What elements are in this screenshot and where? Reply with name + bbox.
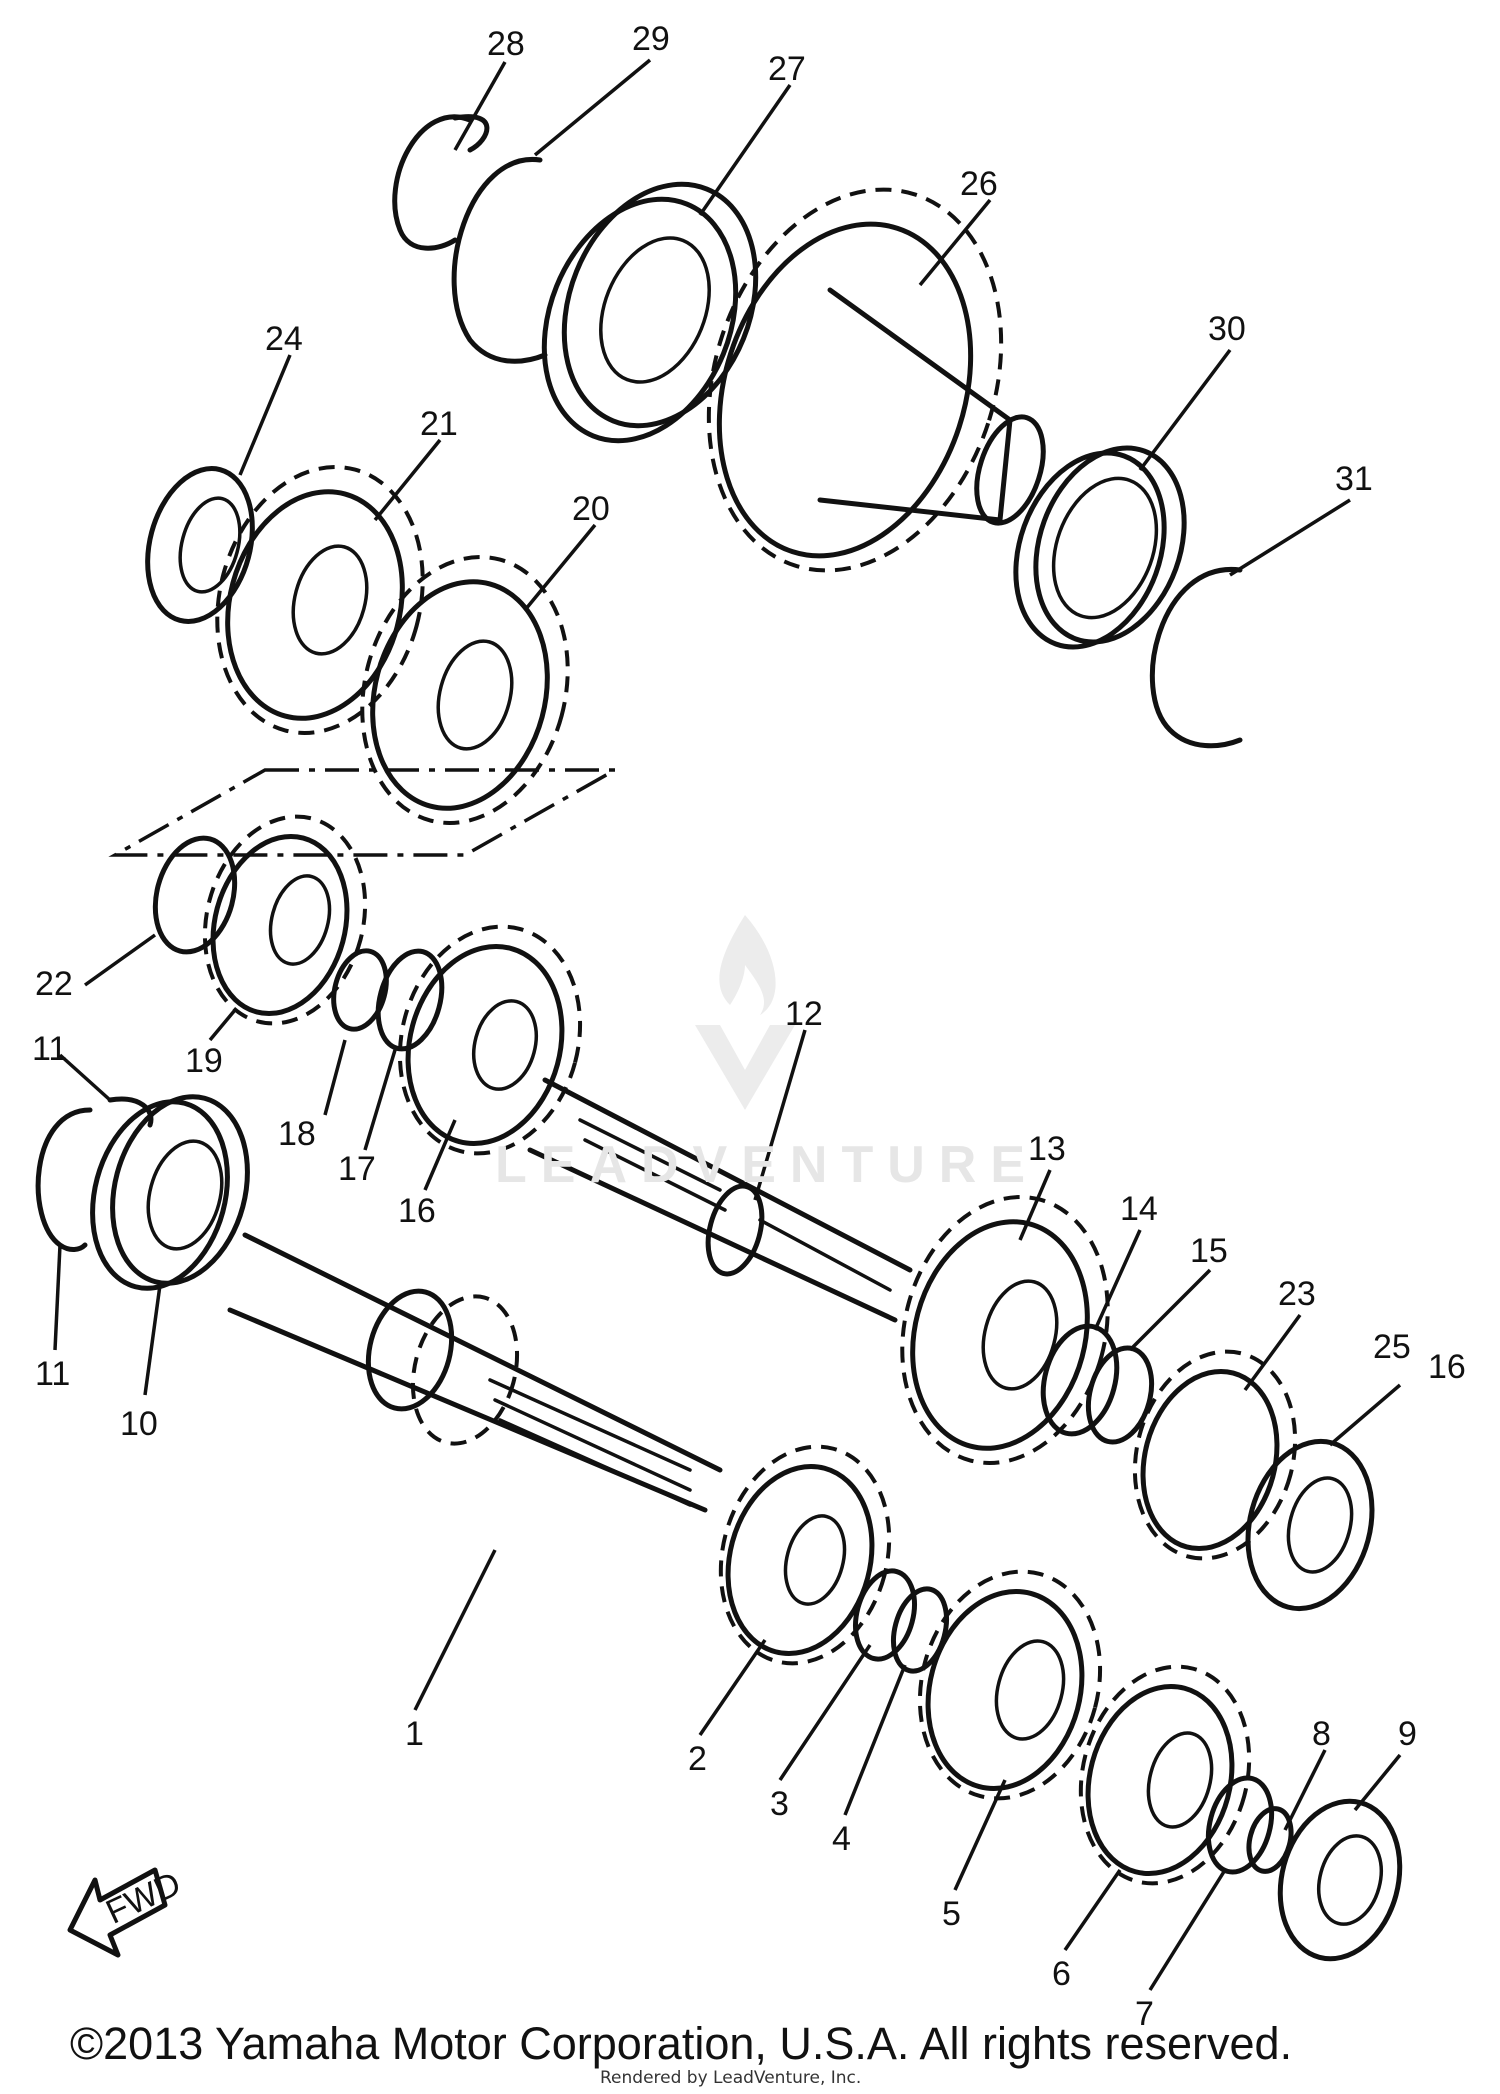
callout-16a: 16	[398, 1192, 436, 1230]
bearing-24	[145, 466, 255, 624]
callout-29: 29	[632, 20, 670, 58]
callout-25: 25	[1373, 1328, 1411, 1366]
circlip-29	[451, 157, 548, 364]
bearing-27	[541, 181, 759, 444]
callout-6: 6	[1052, 1955, 1071, 1993]
callout-11a: 11	[32, 1030, 67, 1068]
fwd-arrow-icon: FWD	[67, 1865, 187, 1958]
callout-30: 30	[1208, 310, 1246, 348]
gear-5	[917, 1569, 1103, 1801]
callout-14: 14	[1120, 1190, 1158, 1228]
watermark-text: LEADVENTURE	[495, 1136, 1040, 1194]
washer-17	[375, 948, 445, 1052]
alignment-dashed-box	[108, 768, 622, 857]
circlip-4	[891, 1586, 949, 1674]
washer-7	[1205, 1775, 1275, 1875]
callout-19: 19	[185, 1042, 223, 1080]
callout-22: 22	[35, 965, 73, 1003]
callout-24: 24	[265, 320, 303, 358]
gear-2	[718, 1444, 892, 1666]
callout-15: 15	[1190, 1232, 1228, 1270]
circlip-28	[392, 114, 490, 251]
copyright-notice: ©2013 Yamaha Motor Corporation, U.S.A. A…	[70, 2018, 1293, 2069]
collar-18	[331, 948, 389, 1032]
gear-20	[360, 555, 570, 825]
callout-9: 9	[1398, 1715, 1417, 1753]
gear-16	[397, 924, 583, 1156]
callout-16b: 16	[1428, 1348, 1466, 1386]
callout-5: 5	[942, 1895, 961, 1933]
leader-lines	[53, 58, 1402, 1991]
gear-23	[1132, 1349, 1298, 1561]
gear-19	[202, 814, 368, 1026]
circlip-31	[1149, 567, 1243, 749]
circlip-11	[35, 1096, 154, 1252]
callout-7: 7	[1135, 1995, 1154, 2033]
callout-31: 31	[1335, 460, 1373, 498]
callout-1: 1	[405, 1715, 424, 1753]
callout-8: 8	[1312, 1715, 1331, 1753]
drive-axle-gear-26	[706, 187, 1046, 573]
callout-27: 27	[768, 50, 806, 88]
gear-13	[900, 1195, 1110, 1465]
gear-21	[215, 465, 425, 735]
callout-26: 26	[960, 165, 998, 203]
callout-28: 28	[487, 25, 525, 63]
callout-13: 13	[1028, 1130, 1066, 1168]
countershaft-1	[227, 1232, 723, 1513]
leadventure-watermark-icon	[695, 915, 795, 1110]
callout-20: 20	[572, 490, 610, 528]
callout-10: 10	[120, 1405, 158, 1443]
callout-23: 23	[1278, 1275, 1316, 1313]
callout-3: 3	[770, 1785, 789, 1823]
gear-6	[1078, 1664, 1252, 1886]
bearing-10	[90, 1094, 250, 1291]
callout-17: 17	[338, 1150, 376, 1188]
rendered-by-note: Rendered by LeadVenture, Inc.	[600, 2068, 862, 2088]
callout-4: 4	[832, 1820, 851, 1858]
washer-3	[853, 1568, 917, 1662]
washer-14	[1040, 1323, 1120, 1437]
callout-21: 21	[420, 405, 458, 443]
main-axle-12	[527, 1077, 913, 1323]
callout-numbers: 28 29 27 26 30 31 24 21 20 22 19 18 17 1…	[32, 20, 1466, 2033]
bearing-30	[1013, 445, 1187, 650]
circlip-22	[152, 835, 238, 955]
callout-2: 2	[688, 1740, 707, 1778]
callout-18: 18	[278, 1115, 316, 1153]
bearing-25	[1245, 1438, 1375, 1612]
callout-11b: 11	[35, 1355, 70, 1393]
